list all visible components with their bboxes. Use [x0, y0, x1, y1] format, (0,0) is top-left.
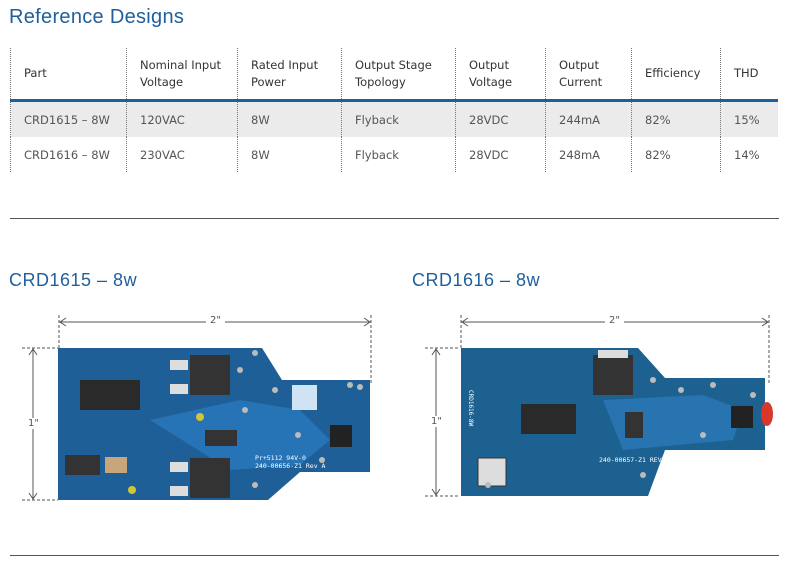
col-header: Output Stage Topology: [341, 48, 456, 102]
table-row: CRD1615 – 8W 120VAC 8W Flyback 28VDC 244…: [10, 100, 778, 137]
col-header: Rated Input Power: [237, 48, 342, 102]
height-dimension-label: 1": [427, 416, 446, 427]
cell: 15%: [720, 100, 778, 137]
reference-designs-table: Part Nominal Input Voltage Rated Input P…: [10, 48, 778, 172]
cell: Flyback: [341, 137, 456, 172]
col-header: Efficiency: [631, 48, 721, 102]
cell: 8W: [237, 137, 342, 172]
cell: 82%: [631, 100, 721, 137]
silkscreen-text: CRD1616-8W: [467, 390, 474, 427]
col-header: Nominal Input Voltage: [126, 48, 238, 102]
page-title: Reference Designs: [9, 6, 185, 28]
width-dimension-label: 2": [206, 315, 225, 326]
pcb-illustration: 240-00657-Z1 REV A CRD1616-8W: [425, 315, 773, 497]
cell: 248mA: [545, 137, 632, 172]
divider: [10, 555, 779, 556]
col-header: Output Current: [545, 48, 632, 102]
silkscreen-text: 240-00656-Z1 Rev A: [255, 462, 326, 470]
board-title: CRD1616 – 8w: [412, 270, 541, 290]
table-header-row: Part Nominal Input Voltage Rated Input P…: [10, 48, 778, 102]
board-title: CRD1615 – 8w: [9, 270, 138, 290]
pcb-illustration: Pr+5112 94V-0 240-00656-Z1 Rev A: [22, 315, 372, 501]
col-header: Output Voltage: [455, 48, 546, 102]
silkscreen-text: Pr+5112 94V-0: [255, 454, 306, 462]
board-image-crd1615: Pr+5112 94V-0 240-00656-Z1 Rev A 2" 1": [0, 300, 380, 520]
cell: 82%: [631, 137, 721, 172]
col-header: THD: [720, 48, 778, 102]
cell: 230VAC: [126, 137, 238, 172]
table-row: CRD1616 – 8W 230VAC 8W Flyback 28VDC 248…: [10, 137, 778, 172]
cell: 120VAC: [126, 100, 238, 137]
cell: 28VDC: [455, 100, 546, 137]
cell: 14%: [720, 137, 778, 172]
width-dimension-label: 2": [605, 315, 624, 326]
divider: [10, 218, 779, 219]
height-dimension-label: 1": [24, 418, 43, 429]
board-image-crd1616: 240-00657-Z1 REV A CRD1616-8W 2" 1": [403, 300, 783, 520]
silkscreen-text: 240-00657-Z1 REV A: [599, 456, 670, 464]
cell-part: CRD1615 – 8W: [10, 100, 127, 137]
cell: Flyback: [341, 100, 456, 137]
cell: 28VDC: [455, 137, 546, 172]
cell-part: CRD1616 – 8W: [10, 137, 127, 172]
col-header: Part: [10, 48, 127, 102]
cell: 8W: [237, 100, 342, 137]
cell: 244mA: [545, 100, 632, 137]
